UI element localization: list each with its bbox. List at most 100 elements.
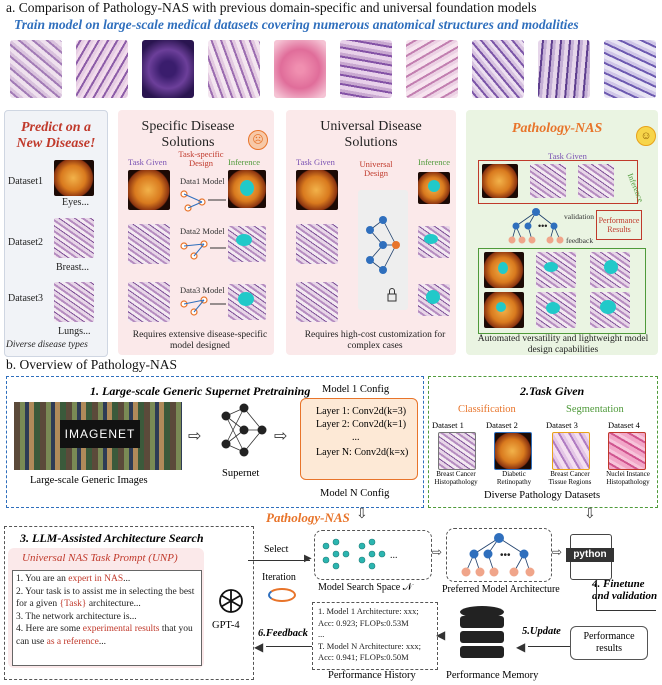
prompt-line-2a: 2. Your task is to assist me in selectin… [16, 586, 195, 610]
llm-box [4, 526, 254, 680]
llm-title: 3. LLM-Assisted Architecture Search [20, 531, 204, 545]
pnas-search-graph: ••• [508, 208, 564, 244]
specific-model-2: Data2 Model [180, 226, 225, 236]
supernet-label: Supernet [222, 468, 260, 479]
histology-tile [10, 40, 62, 98]
specific-title: Specific Disease Solutions [141, 119, 235, 150]
segmentation-mask [546, 302, 560, 314]
history-title: Performance History [328, 670, 416, 681]
universal-design: Universal Design [359, 159, 393, 178]
segmentation-mask [496, 302, 506, 312]
finetune-line-2 [596, 610, 656, 611]
pretrain-title: 1. Large-scale Generic Supernet Pretrain… [90, 384, 311, 398]
pnas-task-box [478, 160, 638, 204]
imagenet-logo: IMAGENET [60, 420, 140, 448]
histology-image [578, 164, 614, 198]
specific-model-graphs [180, 190, 226, 316]
svg-text:...: ... [390, 550, 398, 561]
prompt-line-1b: expert in NAS [68, 574, 124, 584]
fundus-image [494, 432, 532, 470]
task-caption-3: Breast Cancer Tissue Regions [548, 470, 592, 486]
svg-text:•••: ••• [538, 221, 547, 231]
task-box [428, 376, 658, 508]
fundus-image [482, 164, 518, 198]
search-space-nets: ... [322, 538, 398, 570]
task-footer: Diverse Pathology Datasets [484, 490, 601, 501]
config-box [300, 398, 418, 480]
arrow-right-icon: ⇨ [552, 545, 563, 559]
section-a-highlight: Train model on large-scale medical datas… [14, 17, 579, 32]
predict-dataset-2: Dataset2 [8, 237, 43, 248]
segmentation-mask [498, 262, 508, 274]
svg-text:•••: ••• [500, 550, 511, 561]
segmentation-mask [424, 234, 438, 244]
prompt-line-1c: ... [123, 574, 131, 584]
history-line: Acc: 0.941; FLOPs:0.50M [318, 652, 409, 662]
gpt-logo-icon [219, 589, 243, 613]
universal-caption: Requires high-cost customization for com… [304, 330, 446, 351]
prompt-line-4e: ... [98, 636, 106, 647]
arrow-right-icon: ▶ [304, 553, 312, 564]
predict-footer: Diverse disease types [6, 340, 88, 350]
predict-caption-2: Breast... [56, 262, 90, 273]
preferred-label: Preferred Model Architecture [442, 584, 560, 595]
specific-design: Task-specific Design [178, 149, 224, 168]
finetune-line [596, 580, 597, 610]
prompt-line-4b: experimental results [82, 624, 160, 634]
prompt-box [12, 570, 202, 666]
pnas-validation: validation [564, 212, 594, 221]
task-dataset-3: Dataset 3 [546, 420, 578, 430]
gpt-label: GPT-4 [212, 620, 240, 631]
history-line: 1. Model 1 Architecture: xxx; [318, 606, 419, 616]
config-layer-ellipsis: ... [352, 432, 360, 443]
prompt-title: Universal NAS Task Prompt (UNP) [22, 552, 178, 564]
histology-image [128, 282, 170, 322]
pretrain-box [6, 376, 424, 508]
histology-tile [604, 40, 656, 98]
pnas-performance: Performance Results [596, 210, 642, 240]
task-caption-2: Diabetic Retinopathy [496, 470, 532, 486]
config-layer-2: Layer 2: Conv2d(k=1) [316, 419, 407, 430]
prompt-line-3: 3. The network architecture is... [16, 611, 137, 622]
update-label: 5.Update [522, 626, 561, 637]
history-line: T. Model N Architecture: xxx; [318, 640, 421, 651]
predict-caption-1: Eyes... [62, 197, 89, 208]
segmentation-mask [600, 300, 616, 314]
iteration-cycle-icon [268, 588, 296, 602]
fundus-image [54, 160, 94, 196]
segmentation-mask [426, 290, 440, 304]
task-segmentation: Segmentation [566, 404, 624, 415]
smile-face-icon: ☺ [636, 126, 656, 146]
config-layer-n: Layer N: Conv2d(k=x) [316, 447, 409, 458]
histology-image [438, 432, 476, 470]
histology-image [296, 224, 338, 264]
predict-title: Predict on a New Disease! [16, 120, 96, 151]
universal-title: Universal Disease Solutions [320, 119, 422, 150]
task-caption-4: Nuclei Instance Histopathology [606, 470, 650, 486]
history-box [312, 602, 438, 670]
specific-caption: Requires extensive disease-specific mode… [132, 330, 268, 351]
pnas-title: Pathology-NAS [512, 121, 603, 136]
task-dataset-4: Dataset 4 [608, 420, 640, 430]
preferred-box [446, 528, 552, 582]
prompt-line-1a: 1. You are an [16, 574, 69, 584]
segmentation-mask [544, 262, 558, 272]
specific-inference: Inference [228, 157, 261, 167]
universal-network-icon [366, 216, 400, 302]
histology-tile [76, 40, 128, 98]
pnas-feedback: feedback [566, 236, 594, 245]
segmentation-mask [240, 180, 254, 196]
database-icon [460, 606, 504, 658]
perf-memory-label: Performance Memory [446, 670, 539, 681]
pnas-results-box [478, 248, 646, 334]
fundus-image [296, 170, 338, 210]
config-title: Model 1 Config [322, 384, 390, 395]
search-space-box [314, 530, 432, 580]
arrow-left-icon: ◀ [436, 628, 446, 642]
specific-model-1: Data1 Model [180, 176, 225, 186]
task-title: 2.Task Given [520, 384, 585, 398]
universal-task-given: Task Given [296, 157, 335, 167]
universal-inference: Inference [418, 157, 451, 167]
arrow-right-icon: ⇨ [432, 545, 443, 559]
universal-network-bg [358, 190, 408, 310]
